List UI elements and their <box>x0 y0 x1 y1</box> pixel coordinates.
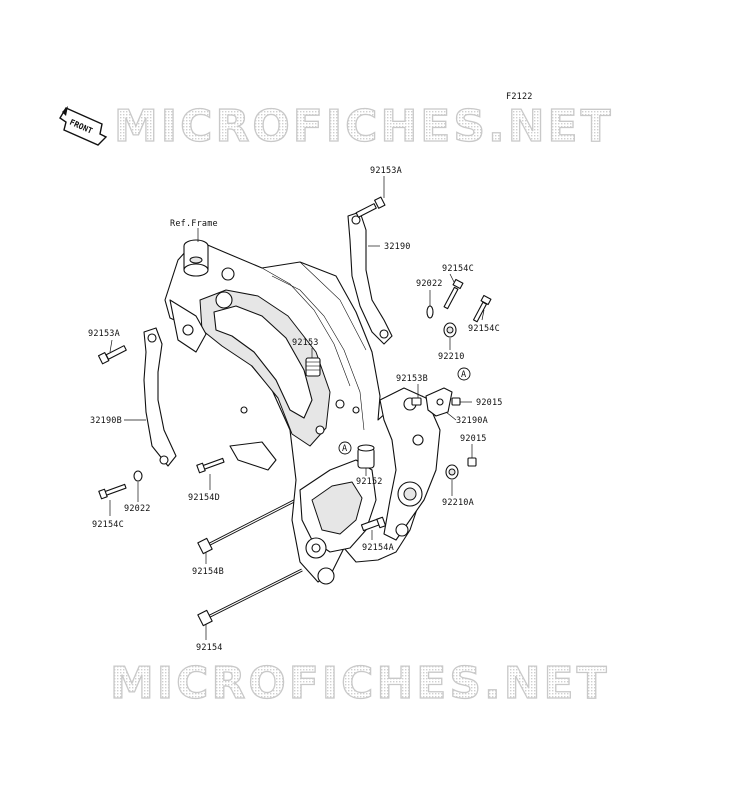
svg-text:MICROFICHES.NET: MICROFICHES.NET <box>110 658 610 709</box>
bolt-92154A <box>360 516 387 532</box>
part-labels: Ref.Frame 92153A 32190 92154C 92022 9215… <box>88 166 503 653</box>
nut-92210 <box>443 322 457 338</box>
nut-92210A <box>445 464 459 480</box>
bracket-32190 <box>347 211 393 345</box>
label-92153B: 92153B <box>396 374 428 384</box>
bolt-92153A-left <box>97 345 127 365</box>
svg-text:A: A <box>461 370 466 380</box>
collar-92152 <box>357 444 375 469</box>
label-92015-b: 92015 <box>460 434 487 444</box>
label-32190B: 32190B <box>90 416 122 426</box>
watermark-bottom: MICROFICHES.NET MICROFICHES.NET <box>109 657 610 709</box>
bracket-32190A <box>425 387 453 417</box>
label-92154: 92154 <box>196 643 223 653</box>
collar-92153 <box>305 357 321 377</box>
frame-drawing <box>164 239 441 627</box>
label-92154B: 92154B <box>192 567 224 577</box>
svg-text:A: A <box>342 444 347 454</box>
bolt-92154D <box>196 457 225 474</box>
callout-a-right: A <box>457 367 471 381</box>
svg-text:MICROFICHES.NET: MICROFICHES.NET <box>114 101 614 152</box>
washer-92022-left <box>133 470 143 482</box>
bolt-92154C-a <box>443 278 464 310</box>
label-92153A-top: 92153A <box>370 166 402 176</box>
label-92154A: 92154A <box>362 543 394 553</box>
label-92210: 92210 <box>438 352 465 362</box>
ref-frame-label: Ref.Frame <box>170 219 218 229</box>
label-92015-a: 92015 <box>476 398 503 408</box>
label-92210A: 92210A <box>442 498 474 508</box>
label-92153A-left: 92153A <box>88 329 120 339</box>
nut-92015-a <box>451 397 461 406</box>
label-92022-right: 92022 <box>416 279 443 289</box>
label-92152: 92152 <box>356 477 383 487</box>
label-32190A: 32190A <box>456 416 488 426</box>
bolt-92153B <box>411 397 422 406</box>
diagram-code: F2122 <box>506 92 533 102</box>
label-92154D: 92154D <box>188 493 220 503</box>
callout-a-frame: A <box>338 441 352 455</box>
front-arrow-icon: FRONT <box>59 106 108 146</box>
bolt-92154C-b <box>472 294 492 323</box>
label-32190: 32190 <box>384 242 411 252</box>
nut-92015-b <box>467 457 477 467</box>
label-92154C-left: 92154C <box>92 520 124 530</box>
bracket-32190B <box>143 327 177 467</box>
leader-lines <box>109 176 485 640</box>
label-92022-left: 92022 <box>124 504 151 514</box>
label-92154C-a: 92154C <box>442 264 474 274</box>
label-92154C-b: 92154C <box>468 324 500 334</box>
label-92153: 92153 <box>292 338 319 348</box>
bolt-92154C-left <box>98 483 127 500</box>
bolt-92153A-top <box>355 196 386 218</box>
washer-92022-right <box>426 305 434 319</box>
watermark-top: MICROFICHES.NET MICROFICHES.NET <box>113 100 614 152</box>
svg-text:MICROFICHES.NET: MICROFICHES.NET <box>114 101 614 152</box>
svg-text:MICROFICHES.NET: MICROFICHES.NET <box>110 658 610 709</box>
